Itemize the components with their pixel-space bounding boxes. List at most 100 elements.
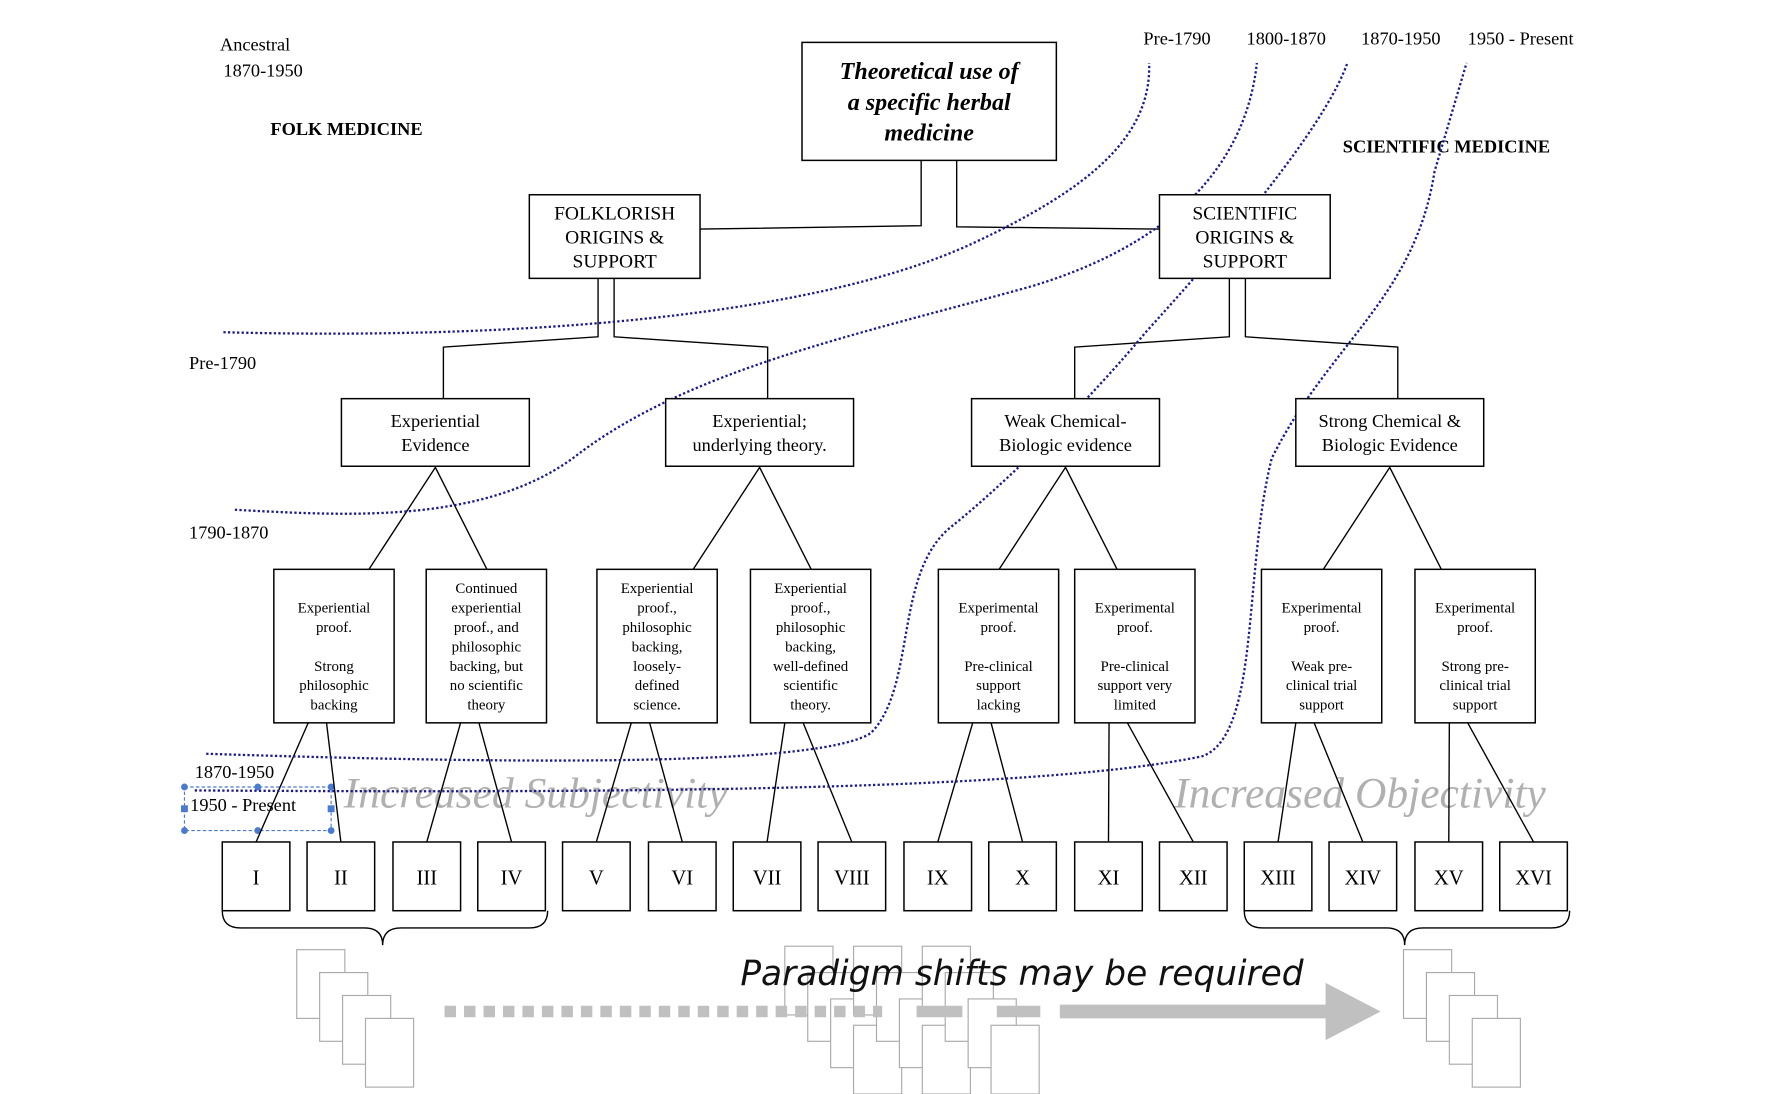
proof-box-3-line: science. bbox=[633, 698, 681, 714]
category-label: X bbox=[1015, 867, 1030, 889]
category-label: V bbox=[589, 867, 604, 889]
document-icon bbox=[990, 1024, 1040, 1094]
proof-box-7-line: Weak pre- bbox=[1291, 659, 1352, 675]
proof-box-8-line: proof. bbox=[1457, 620, 1493, 636]
origins-box-folklorish-line: SUPPORT bbox=[573, 251, 657, 272]
proof-box-2-line: proof., and bbox=[454, 620, 519, 636]
category-label: XII bbox=[1179, 867, 1208, 889]
era-top-1800-1870: 1800-1870 bbox=[1247, 29, 1326, 49]
category-box-VIII: VIII bbox=[817, 841, 887, 912]
proof-box-6-frame bbox=[1073, 568, 1196, 724]
category-box-XIV: XIV bbox=[1328, 841, 1398, 912]
watermark-objectivity: Increased Objectivity bbox=[1173, 770, 1546, 818]
proof-box-3-line: loosely- bbox=[633, 659, 681, 675]
proof-box-6-line: proof. bbox=[1117, 620, 1153, 636]
ancestral-range-label: 1870-1950 bbox=[223, 61, 302, 81]
selection-handles[interactable] bbox=[181, 783, 335, 834]
category-label: XI bbox=[1098, 867, 1120, 889]
category-label: XVI bbox=[1515, 867, 1552, 889]
evidence-box-1-frame bbox=[340, 397, 531, 467]
connector-line bbox=[1322, 466, 1442, 570]
proof-box-2-line: no scientific bbox=[450, 678, 524, 694]
root-box-frame bbox=[801, 41, 1058, 162]
category-label: IX bbox=[927, 867, 949, 889]
category-box-I: I bbox=[221, 841, 291, 912]
proof-box-8-frame bbox=[1414, 568, 1537, 724]
folk-medicine-heading: FOLK MEDICINE bbox=[270, 119, 422, 139]
root-box-line: Theoretical use of bbox=[840, 59, 1021, 85]
timeline-curve-1 bbox=[223, 62, 1151, 335]
proof-box-5-line: Pre-clinical bbox=[964, 659, 1033, 675]
evidence-box-2-line: Experiential; bbox=[712, 411, 807, 431]
proof-box-4: Experientialproof.,philosophicbacking,we… bbox=[749, 568, 872, 724]
proof-box-4-line: well-defined bbox=[773, 659, 849, 675]
evidence-box-3-line: Weak Chemical- bbox=[1004, 411, 1126, 431]
category-box-IX: IX bbox=[903, 841, 973, 912]
evidence-box-1-line: Experiential bbox=[391, 411, 481, 431]
proof-box-7-line: proof. bbox=[1304, 620, 1340, 636]
watermark-subjectivity: Increased Subjectivity bbox=[343, 770, 729, 818]
proof-box-6-line: support very bbox=[1097, 678, 1172, 694]
connector-line bbox=[478, 722, 513, 843]
proof-box-5-line: proof. bbox=[981, 620, 1017, 636]
connector-line bbox=[998, 466, 1118, 570]
proof-box-8-line: Experimental bbox=[1435, 600, 1515, 616]
connector-line bbox=[1448, 722, 1451, 842]
right-brace bbox=[1243, 910, 1571, 946]
proof-box-4-line: proof., bbox=[791, 600, 831, 616]
proof-box-3-line: proof., bbox=[637, 600, 677, 616]
origins-box-scientific-frame bbox=[1158, 193, 1331, 280]
connector-line bbox=[955, 160, 1160, 230]
proof-box-5-line: lacking bbox=[977, 698, 1021, 714]
proof-box-5-line: Experimental bbox=[958, 600, 1038, 616]
proof-box-8-line: Strong pre- bbox=[1441, 659, 1508, 675]
evidence-box-3-line: Biologic evidence bbox=[999, 435, 1132, 455]
proof-box-3-line: backing, bbox=[632, 639, 683, 655]
document-icon bbox=[364, 1017, 415, 1088]
paradigm-arrow bbox=[444, 982, 1381, 1041]
category-box-XI: XI bbox=[1073, 841, 1144, 912]
origins-box-folklorish-line: ORIGINS & bbox=[565, 227, 664, 248]
proof-box-1-line: proof. bbox=[316, 620, 352, 636]
proof-box-5-line: support bbox=[976, 678, 1021, 694]
proof-box-3-frame bbox=[596, 568, 718, 724]
proof-box-2-line: philosophic bbox=[452, 639, 522, 655]
category-box-XIII: XIII bbox=[1243, 841, 1313, 912]
category-box-VII: VII bbox=[732, 841, 802, 912]
proof-box-2-line: theory bbox=[467, 698, 506, 714]
connector-line bbox=[1244, 278, 1399, 399]
category-label: XIV bbox=[1345, 867, 1382, 889]
category-label: III bbox=[416, 867, 437, 889]
connector-line bbox=[613, 278, 769, 399]
category-box-XVI: XVI bbox=[1499, 841, 1569, 912]
connector-line bbox=[1126, 722, 1194, 843]
connector-line bbox=[426, 722, 462, 843]
connector-line bbox=[700, 160, 922, 230]
proof-box-1-line: philosophic bbox=[299, 678, 369, 694]
connector-line bbox=[692, 466, 812, 570]
connector-line bbox=[1107, 722, 1110, 842]
era-top-pre1790: Pre-1790 bbox=[1143, 29, 1210, 49]
tree-connectors bbox=[255, 160, 1535, 843]
proof-box-1-line: Experiential bbox=[298, 600, 371, 616]
category-label: XV bbox=[1434, 867, 1464, 889]
root-box-line: a specific herbal bbox=[848, 90, 1011, 116]
connector-line bbox=[255, 722, 309, 843]
category-box-II: II bbox=[306, 841, 376, 912]
proof-box-2-frame bbox=[425, 568, 548, 724]
connector-line bbox=[766, 722, 786, 843]
proof-box-4-line: backing, bbox=[785, 639, 836, 655]
origins-box-folklorish-frame bbox=[528, 193, 701, 280]
origins-box-scientific-line: SCIENTIFIC bbox=[1192, 203, 1297, 224]
evidence-box-1-line: Evidence bbox=[401, 435, 469, 455]
scientific-medicine-heading: SCIENTIFIC MEDICINE bbox=[1343, 136, 1550, 156]
proof-box-7-frame bbox=[1260, 568, 1383, 724]
category-label: XIII bbox=[1260, 867, 1296, 889]
evidence-box-4-frame bbox=[1295, 397, 1485, 467]
evidence-box-4-line: Biologic Evidence bbox=[1322, 435, 1458, 455]
